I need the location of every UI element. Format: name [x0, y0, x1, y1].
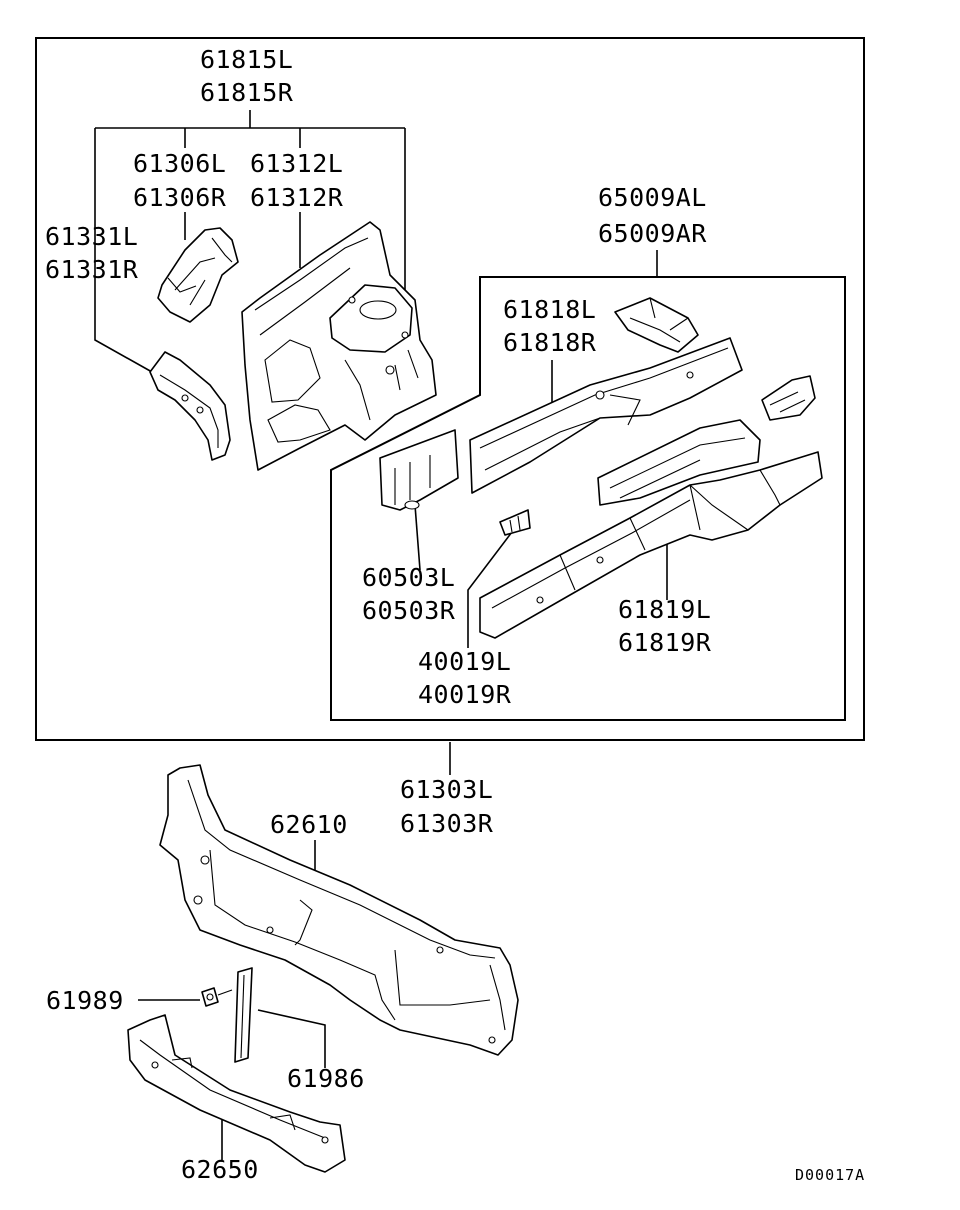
part-61312-panel	[241, 221, 437, 471]
label-61819-l: 61819L	[618, 595, 711, 624]
label-40019-l: 40019L	[418, 647, 511, 676]
label-61989: 61989	[46, 986, 124, 1015]
label-61312-r: 61312R	[250, 183, 344, 212]
inner-assembly-box	[330, 276, 846, 721]
label-61818-l: 61818L	[503, 295, 596, 324]
part-60503-bracket	[379, 429, 459, 511]
label-60503-r: 60503R	[362, 596, 456, 625]
part-40019-clip	[499, 509, 531, 536]
diagram-code: D00017A	[795, 1166, 865, 1184]
label-65009-l: 65009AL	[598, 183, 707, 212]
outer-assembly-box	[35, 37, 865, 741]
label-65009-r: 65009AR	[598, 219, 707, 248]
label-61331-r: 61331R	[45, 255, 139, 284]
label-61986: 61986	[287, 1064, 365, 1093]
label-61331-l: 61331L	[45, 222, 138, 251]
part-61818-rail	[469, 337, 743, 494]
part-small-bracket-right	[761, 375, 816, 421]
label-61306-l: 61306L	[133, 149, 226, 178]
part-62650-crossmember	[127, 1014, 346, 1173]
part-61306-bracket	[157, 227, 239, 323]
label-61303-r: 61303R	[400, 809, 494, 838]
leader-lines	[94, 110, 668, 1160]
part-61331-rail	[149, 351, 231, 461]
part-61986-stay	[234, 967, 253, 1063]
label-61815-l: 61815L	[200, 45, 293, 74]
label-62650: 62650	[181, 1155, 259, 1184]
part-62610-front-panel	[159, 764, 519, 1056]
label-60503-l: 60503L	[362, 563, 455, 592]
label-61312-l: 61312L	[250, 149, 343, 178]
part-reinforcement	[597, 419, 761, 506]
part-65009-bracket	[614, 297, 699, 353]
label-61303-l: 61303L	[400, 775, 493, 804]
label-61815-r: 61815R	[200, 78, 294, 107]
part-61819-member	[479, 451, 823, 639]
label-62610: 62610	[270, 810, 348, 839]
label-40019-r: 40019R	[418, 680, 512, 709]
label-61819-r: 61819R	[618, 628, 712, 657]
label-61306-r: 61306R	[133, 183, 227, 212]
part-61989-bolt	[201, 987, 233, 1007]
label-61818-r: 61818R	[503, 328, 597, 357]
